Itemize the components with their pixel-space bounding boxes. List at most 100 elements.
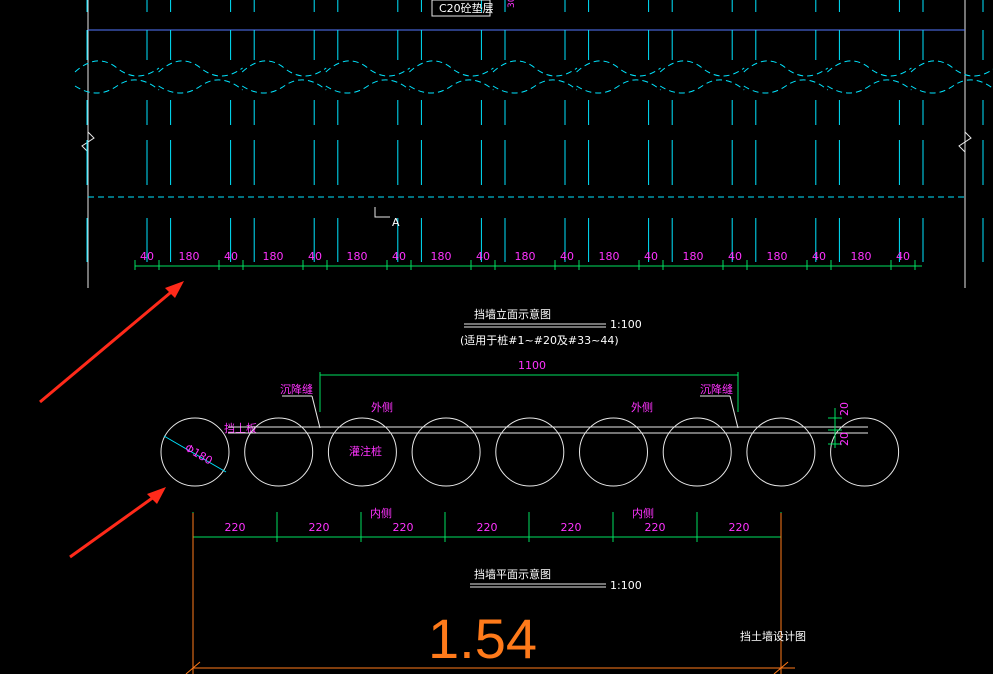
label-expansion-joint-right: 沉降缝 <box>700 382 733 396</box>
label-inner-side-2: 内侧 <box>632 506 654 520</box>
red-arrow-upper-head <box>165 281 184 298</box>
elevation-dimension-value: 40 <box>728 250 742 263</box>
elevation-dimension-value: 180 <box>599 250 620 263</box>
elevation-dimension-value: 180 <box>515 250 536 263</box>
elevation-dimension-value: 180 <box>179 250 200 263</box>
rebar-curve <box>827 79 912 94</box>
elevation-dimension-value: 40 <box>224 250 238 263</box>
plan-spacing-dimensions: 220 220 220 220 220 220 220 <box>192 512 782 542</box>
elevation-dimension-value: 40 <box>140 250 154 263</box>
plan-spacing-value: 220 <box>561 521 582 534</box>
rebar-curve <box>325 79 411 94</box>
elevation-dimension-value: 40 <box>392 250 406 263</box>
drawing-title: 挡土墙设计图 <box>740 629 806 643</box>
elevation-scale: 1:100 <box>610 318 642 331</box>
break-mark-left <box>81 131 95 153</box>
elevation-dimension-value: 180 <box>851 250 872 263</box>
section-mark-line <box>374 207 390 218</box>
rebar-curve <box>325 60 411 77</box>
rebar-curve <box>576 79 661 94</box>
rebar-curve <box>492 79 578 94</box>
elevation-subtitle: (适用于桩#1~#20及#33~44) <box>460 333 619 347</box>
plan-spacing-value: 220 <box>729 521 750 534</box>
elevation-dimension-value: 180 <box>263 250 284 263</box>
elevation-dimension-value: 40 <box>560 250 574 263</box>
elevation-pile-group <box>74 0 993 262</box>
pile-circle <box>830 417 900 487</box>
pile-circle <box>327 417 397 487</box>
pile-circle <box>160 417 230 487</box>
red-arrow-lower-head <box>147 487 166 504</box>
break-mark-right <box>958 131 972 153</box>
annotation-arrows <box>39 281 184 559</box>
overall-dimension: 1100 <box>518 359 546 372</box>
pile-circle <box>411 417 481 487</box>
label-expansion-joint-left: 沉降缝 <box>280 382 313 396</box>
plan-pile-group <box>160 417 900 487</box>
elevation-dimension-value: 180 <box>347 250 368 263</box>
plan-spacing-value: 220 <box>645 521 666 534</box>
rebar-curve <box>659 79 745 94</box>
material-label-box <box>431 0 491 17</box>
rebar-curve <box>827 60 912 77</box>
rebar-curve <box>409 79 494 94</box>
side-dimension-bottom: 20 <box>838 432 851 446</box>
rebar-curve <box>910 60 993 77</box>
rebar-curve <box>576 60 661 77</box>
leader-expansion-left-b <box>311 395 321 429</box>
elevation-dimension-value: 40 <box>896 250 910 263</box>
rebar-curve <box>743 79 829 94</box>
elevation-dimension-value: 40 <box>812 250 826 263</box>
elevation-dimension-value: 180 <box>683 250 704 263</box>
pile-circle <box>746 417 816 487</box>
pile-circle <box>662 417 732 487</box>
pile-circle <box>579 417 648 487</box>
pile-diameter-line <box>163 435 227 473</box>
top-dimension: 30 <box>507 0 517 8</box>
rebar-curve <box>492 60 578 77</box>
frame-tick-right <box>773 661 789 674</box>
rebar-curve <box>743 60 829 77</box>
elevation-dimension-value: 40 <box>308 250 322 263</box>
elevation-dimensions: 40 180 40 180 40 180 40 180 40 180 40 180 40 180 40 180… <box>134 250 916 270</box>
label-outer-side-1: 外侧 <box>371 401 393 414</box>
label-retaining-plate: 挡土板 <box>224 421 257 435</box>
elevation-view: C20砼垫层 30 A 40 180 40 180 40 180 40 180 40 180 40 1… <box>74 0 993 288</box>
rebar-curve <box>409 60 494 77</box>
label-inner-side-1: 内侧 <box>370 506 392 520</box>
rebar-curve <box>158 79 243 94</box>
label-outer-side-2: 外侧 <box>631 401 653 414</box>
side-dimension-top: 20 <box>838 402 851 416</box>
rebar-curve <box>241 79 327 94</box>
pile-circle <box>495 417 565 487</box>
red-arrow-lower-shaft <box>69 492 159 559</box>
rebar-curve <box>158 60 243 77</box>
plan-spacing-value: 220 <box>393 521 414 534</box>
plan-title: 挡墙平面示意图 <box>474 567 551 581</box>
material-label: C20砼垫层 <box>439 1 494 15</box>
elevation-dimension-value: 40 <box>644 250 658 263</box>
rebar-curve <box>74 79 160 94</box>
section-mark-label: A <box>392 216 400 229</box>
rebar-curve <box>910 79 993 94</box>
rebar-curve <box>74 60 160 77</box>
measurement-value: 1.54 <box>428 607 537 670</box>
red-arrow-upper-shaft <box>39 286 177 404</box>
elevation-dimension-value: 180 <box>431 250 452 263</box>
rebar-curve <box>659 60 745 77</box>
plan-view: 1100 沉降缝 沉降缝 外侧 外侧 挡土板 灌注桩 Φ180 20 20 22… <box>160 359 900 542</box>
elevation-dimension-value: 40 <box>476 250 490 263</box>
plan-spacing-value: 220 <box>477 521 498 534</box>
elevation-title: 挡墙立面示意图 <box>474 307 551 321</box>
label-cast-pile: 灌注桩 <box>349 444 382 458</box>
plan-spacing-value: 220 <box>309 521 330 534</box>
rebar-curve <box>241 60 327 77</box>
measurement-frame: 1.54 <box>185 513 795 674</box>
pile-diameter-label: Φ180 <box>183 441 215 467</box>
plan-spacing-value: 220 <box>225 521 246 534</box>
elevation-dimension-value: 180 <box>767 250 788 263</box>
plan-scale: 1:100 <box>610 579 642 592</box>
frame-tick-left <box>185 661 201 674</box>
pile-circle <box>244 417 314 487</box>
